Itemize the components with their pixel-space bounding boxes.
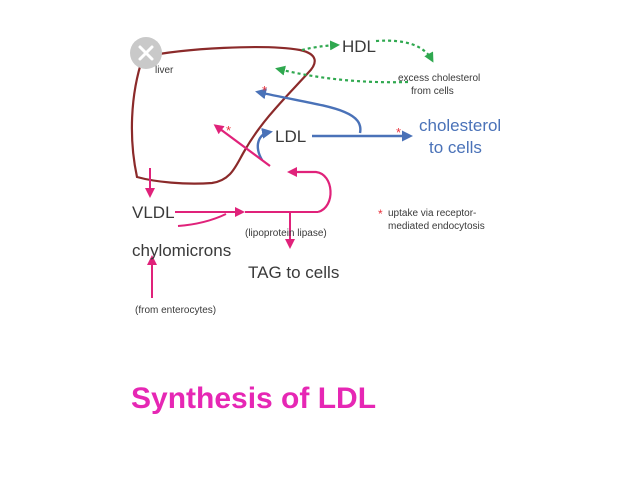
ldl-label: LDL — [275, 127, 306, 146]
to-cells-label: to cells — [429, 138, 482, 157]
idl-return-loop — [287, 167, 332, 214]
close-button[interactable] — [130, 37, 162, 69]
excess-cholesterol-label-2: from cells — [411, 86, 454, 97]
from-enterocytes-label: (from enterocytes) — [135, 305, 216, 316]
hdl-label: HDL — [342, 37, 376, 56]
chylomicrons-label: chylomicrons — [132, 241, 231, 260]
cholesterol-label: cholesterol — [419, 116, 501, 135]
uptake-legend-line1: uptake via receptor- — [388, 208, 476, 219]
tag-to-cells-label: TAG to cells — [248, 263, 339, 282]
vldl-label: VLDL — [132, 203, 175, 222]
hdl-arrow-to-cells — [375, 39, 434, 63]
slide-title: Synthesis of LDL — [131, 382, 377, 415]
uptake-legend-line2: mediated endocytosis — [388, 221, 485, 232]
hdl-arrow-to-liver — [275, 65, 409, 84]
close-icon — [138, 45, 154, 61]
asterisk-idl: * — [226, 123, 231, 138]
liver-outline — [130, 46, 316, 185]
hdl-arrow-to-hdl — [301, 40, 340, 52]
asterisk-hdl: * — [262, 83, 267, 98]
lipoprotein-lipase-label: (lipoprotein lipase) — [245, 228, 327, 239]
asterisk-legend: * — [378, 207, 383, 221]
ldl-loop-arrow — [256, 127, 273, 161]
liver-label: liver — [155, 65, 174, 76]
idl-uptake-liver-arrow — [213, 124, 271, 167]
chylomicron-merge-line — [177, 213, 227, 227]
asterisk-cholesterol: * — [396, 125, 401, 140]
excess-cholesterol-label-1: excess cholesterol — [398, 73, 480, 84]
ldl-uptake-liver-arrow — [255, 88, 362, 134]
